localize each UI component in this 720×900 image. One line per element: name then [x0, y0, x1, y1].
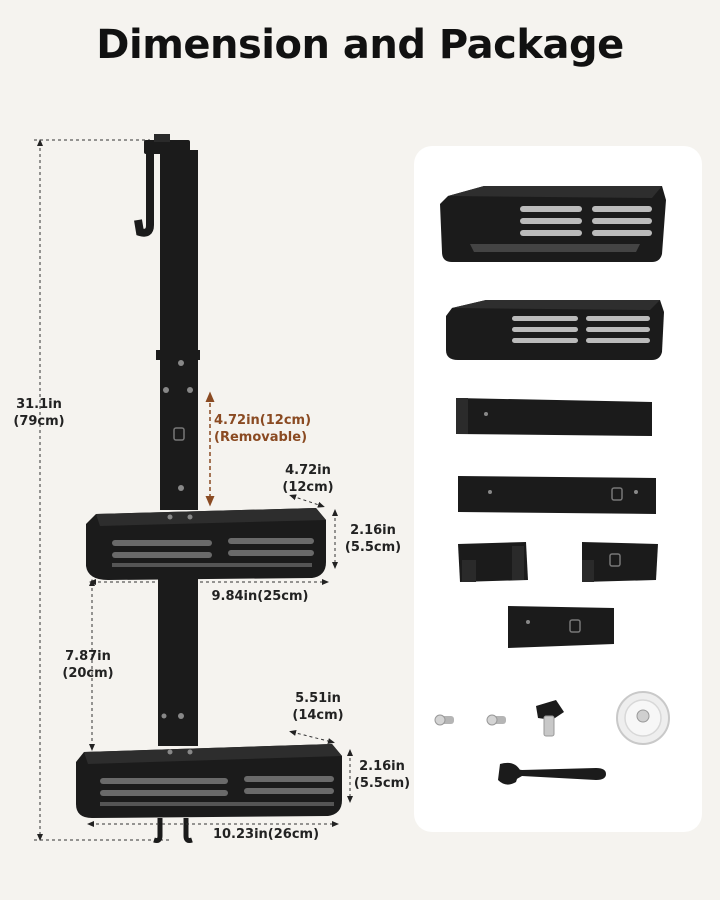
top-height-label: 2.16in (5.5cm) [340, 522, 406, 556]
package-screw-1 [434, 714, 454, 726]
package-bracket-center [508, 606, 614, 648]
top-depth-cm: (12cm) [282, 480, 334, 495]
package-bracket-left [458, 542, 528, 582]
package-large-basket [440, 186, 666, 262]
removable-note: (Removable) [214, 430, 308, 445]
package-wrench [498, 762, 606, 785]
package-suction-disc [616, 691, 670, 745]
middle-upright [158, 578, 198, 746]
bottom-depth-in: 5.51in [295, 691, 341, 706]
removable-label: 4.72in(12cm) (Removable) [214, 412, 314, 446]
bottom-width-label: 10.23in(26cm) [212, 827, 320, 842]
bottom-height-cm: (5.5cm) [353, 776, 411, 791]
page-title: Dimension and Package [96, 22, 624, 68]
total-height-cm: (79cm) [13, 414, 65, 429]
spacing-in: 7.87in [65, 649, 111, 664]
package-knob-screw [536, 700, 564, 737]
top-depth-label: 4.72in (12cm) [278, 462, 338, 496]
bottom-depth-cm: (14cm) [292, 708, 344, 723]
top-height-cm: (5.5cm) [344, 540, 402, 555]
removable-size: 4.72in(12cm) [214, 413, 312, 428]
top-depth-in: 4.72in [285, 463, 331, 478]
top-height-in: 2.16in [350, 523, 396, 538]
total-height-label: 31.1in (79cm) [4, 396, 74, 430]
bottom-basket [76, 744, 342, 843]
spacing-label: 7.87in (20cm) [56, 648, 120, 682]
upper-upright [156, 150, 200, 380]
bottom-height-in: 2.16in [359, 759, 405, 774]
package-bracket-right [582, 542, 658, 582]
top-width-label: 9.84in(25cm) [211, 589, 309, 604]
total-height-guide [34, 139, 170, 841]
bottom-depth-label: 5.51in (14cm) [288, 690, 348, 724]
package-screw-2 [486, 714, 506, 726]
spacing-cm: (20cm) [62, 666, 114, 681]
removable-section [160, 380, 198, 510]
package-rail-2 [458, 476, 656, 514]
total-height-in: 31.1in [16, 397, 62, 412]
package-rail-1 [456, 398, 652, 436]
bottom-height-label: 2.16in (5.5cm) [352, 758, 412, 792]
package-small-basket [446, 300, 664, 360]
top-basket [86, 508, 326, 580]
